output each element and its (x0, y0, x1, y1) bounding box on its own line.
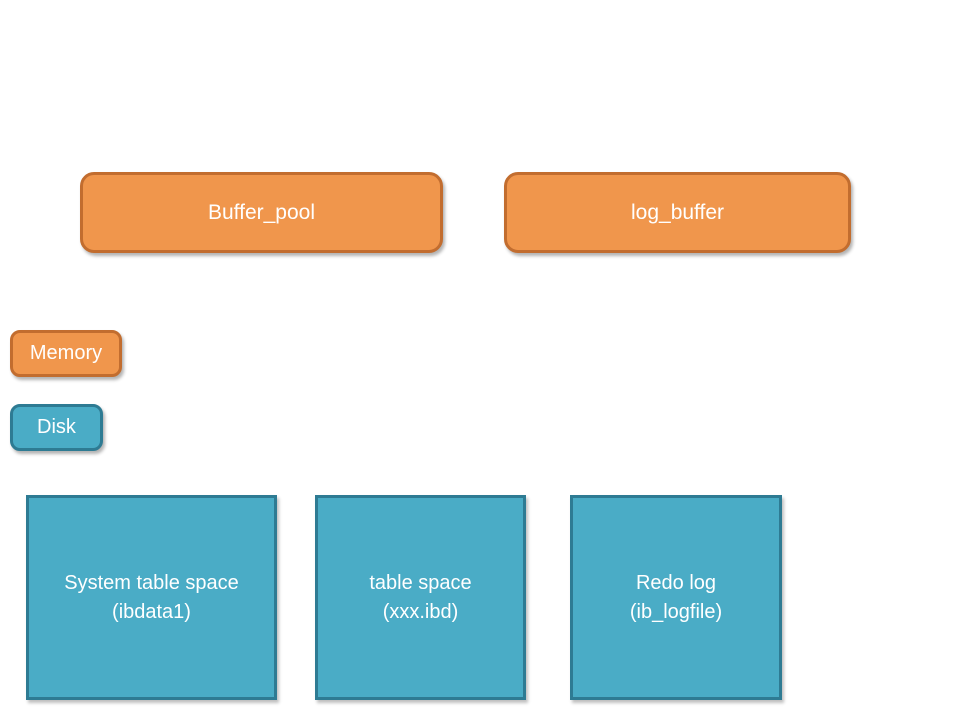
memory-disk-divider (25, 384, 960, 390)
buffer-pool-box: Buffer_pool (80, 172, 443, 253)
disk-label-text: Disk (37, 416, 76, 438)
tablespace-name: table space (369, 571, 472, 594)
redo-log-detail: (ib_logfile) (629, 600, 723, 623)
redo-log-box: Redo log (ib_logfile) (570, 495, 782, 700)
log-buffer-box: log_buffer (504, 172, 851, 253)
memory-label-text: Memory (29, 342, 103, 364)
system-tablespace-name: System table space (64, 571, 239, 594)
tablespace-detail: (xxx.ibd) (382, 600, 459, 623)
buffer-pool-label: Buffer_pool (207, 200, 316, 224)
memory-section-label: Memory (10, 330, 122, 377)
redo-log-name: Redo log (635, 571, 717, 594)
disk-section-label: Disk (10, 404, 103, 451)
system-tablespace-box: System table space (ibdata1) (26, 495, 277, 700)
system-tablespace-detail: (ibdata1) (112, 600, 191, 623)
tablespace-box: table space (xxx.ibd) (315, 495, 526, 700)
log-buffer-label: log_buffer (630, 200, 725, 224)
